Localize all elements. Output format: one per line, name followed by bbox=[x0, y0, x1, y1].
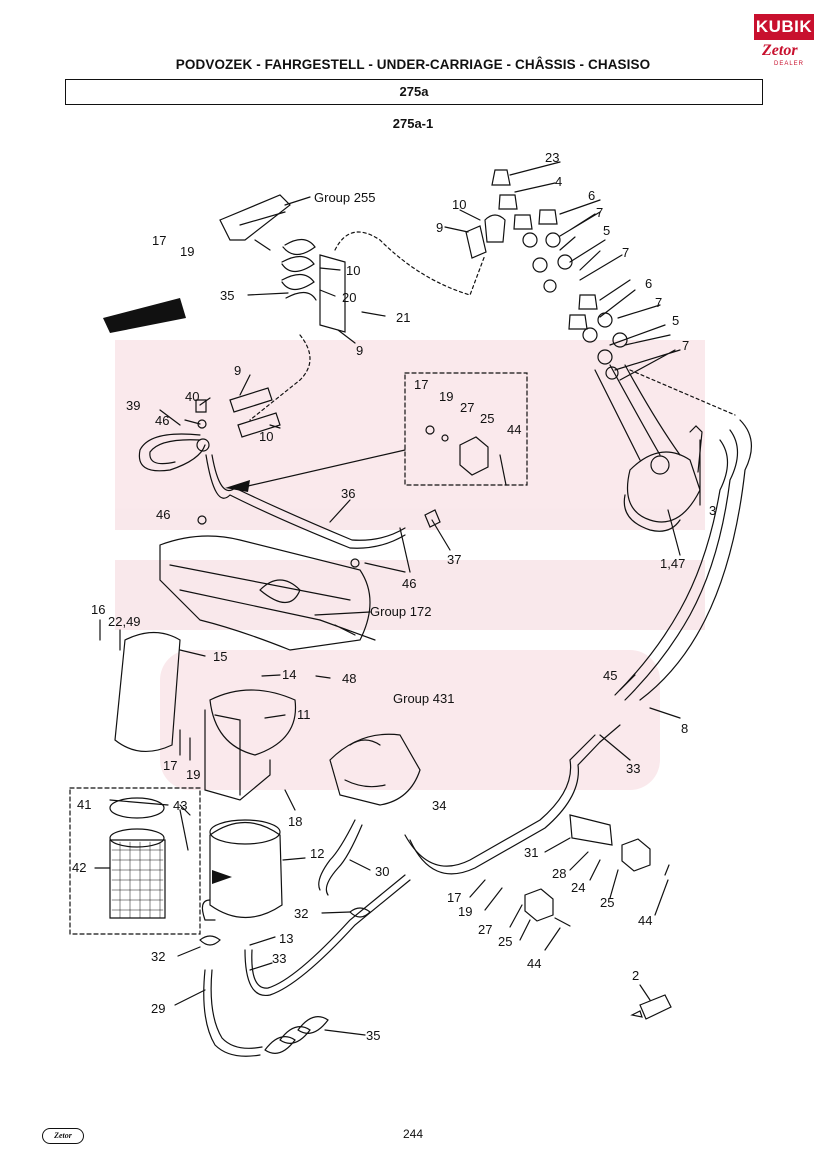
part-number-label: 32 bbox=[151, 949, 165, 964]
part-number-label: 25 bbox=[600, 895, 614, 910]
part-number-label: 18 bbox=[288, 814, 302, 829]
part-number-label: 10 bbox=[259, 429, 273, 444]
part-number-label: 25 bbox=[498, 934, 512, 949]
part-number-label: 10 bbox=[346, 263, 360, 278]
part-number-label: 40 bbox=[185, 389, 199, 404]
part-number-label: 46 bbox=[402, 576, 416, 591]
arrow-icon bbox=[212, 870, 232, 884]
part-number-label: 9 bbox=[356, 343, 363, 358]
part-number-label: 25 bbox=[480, 411, 494, 426]
part-number-label: 6 bbox=[645, 276, 652, 291]
part-number-label: 11 bbox=[297, 707, 311, 722]
part-number-label: 45 bbox=[603, 668, 617, 683]
part-number-label: 3 bbox=[709, 503, 716, 518]
part-number-label: 4 bbox=[555, 174, 562, 189]
part-number-label: 6 bbox=[588, 188, 595, 203]
part-number-label: 39 bbox=[126, 398, 140, 413]
zetor-logo-text: Zetor bbox=[762, 42, 798, 59]
part-number-label: 22,49 bbox=[108, 614, 141, 629]
part-number-label: 35 bbox=[366, 1028, 380, 1043]
part-number-label: 19 bbox=[439, 389, 453, 404]
part-number-label: 8 bbox=[681, 721, 688, 736]
part-number-label: 44 bbox=[527, 956, 541, 971]
part-number-label: 37 bbox=[447, 552, 461, 567]
dealer-logo-text: DEALER bbox=[774, 61, 805, 67]
subsection-code: 275a-1 bbox=[392, 116, 434, 131]
zetor-footer-logo: Zetor bbox=[42, 1128, 84, 1144]
part-number-label: 12 bbox=[310, 846, 324, 861]
part-number-label: 43 bbox=[173, 798, 187, 813]
kubik-zetor-logo: KUBIK Zetor DEALER bbox=[754, 14, 814, 72]
part-number-label: 48 bbox=[342, 671, 356, 686]
page-number: 244 bbox=[402, 1127, 424, 1141]
part-number-label: 17 bbox=[163, 758, 177, 773]
part-number-label: 10 bbox=[452, 197, 466, 212]
inset-box-valve bbox=[404, 372, 528, 486]
part-number-label: 7 bbox=[655, 295, 662, 310]
arrow-icon bbox=[225, 480, 250, 492]
part-number-label: 32 bbox=[294, 906, 308, 921]
group-label: Group 431 bbox=[393, 691, 454, 706]
part-number-label: 13 bbox=[279, 931, 293, 946]
part-number-label: 36 bbox=[341, 486, 355, 501]
part-number-label: 46 bbox=[156, 507, 170, 522]
part-number-label: 46 bbox=[155, 413, 169, 428]
part-number-label: 17 bbox=[414, 377, 428, 392]
part-number-label: 7 bbox=[622, 245, 629, 260]
part-number-label: 14 bbox=[282, 667, 296, 682]
part-number-label: 16 bbox=[91, 602, 105, 617]
part-number-label: 30 bbox=[375, 864, 389, 879]
part-number-label: 42 bbox=[72, 860, 86, 875]
part-number-label: 2 bbox=[632, 968, 639, 983]
direction-arrow-icon bbox=[103, 298, 186, 333]
part-number-label: 34 bbox=[432, 798, 446, 813]
part-number-label: 41 bbox=[77, 797, 91, 812]
part-number-label: 21 bbox=[396, 310, 410, 325]
part-number-label: 24 bbox=[571, 880, 585, 895]
part-number-label: 19 bbox=[186, 767, 200, 782]
part-number-label: 31 bbox=[524, 845, 538, 860]
part-number-label: 15 bbox=[213, 649, 227, 664]
part-number-label: 1,47 bbox=[660, 556, 685, 571]
watermark bbox=[115, 340, 705, 790]
part-number-label: 7 bbox=[596, 205, 603, 220]
part-number-label: 19 bbox=[458, 904, 472, 919]
part-number-label: 19 bbox=[180, 244, 194, 259]
part-number-label: 44 bbox=[638, 913, 652, 928]
part-number-label: 20 bbox=[342, 290, 356, 305]
group-label: Group 255 bbox=[314, 190, 375, 205]
part-number-label: 28 bbox=[552, 866, 566, 881]
part-number-label: 29 bbox=[151, 1001, 165, 1016]
page-title: PODVOZEK - FAHRGESTELL - UNDER-CARRIAGE … bbox=[175, 57, 651, 72]
group-label: Group 172 bbox=[370, 604, 431, 619]
part-number-label: 33 bbox=[272, 951, 286, 966]
part-number-label: 9 bbox=[234, 363, 241, 378]
part-number-label: 5 bbox=[603, 223, 610, 238]
part-number-label: 27 bbox=[478, 922, 492, 937]
part-number-label: 33 bbox=[626, 761, 640, 776]
part-number-label: 7 bbox=[682, 338, 689, 353]
inset-box-filter bbox=[69, 787, 201, 935]
part-number-label: 17 bbox=[152, 233, 166, 248]
part-number-label: 35 bbox=[220, 288, 234, 303]
section-code: 275a bbox=[65, 79, 763, 105]
part-number-label: 17 bbox=[447, 890, 461, 905]
part-number-label: 27 bbox=[460, 400, 474, 415]
part-number-label: 23 bbox=[545, 150, 559, 165]
part-number-label: 9 bbox=[436, 220, 443, 235]
kubik-logo-text: KUBIK bbox=[754, 14, 814, 40]
part-number-label: 44 bbox=[507, 422, 521, 437]
part-number-label: 5 bbox=[672, 313, 679, 328]
